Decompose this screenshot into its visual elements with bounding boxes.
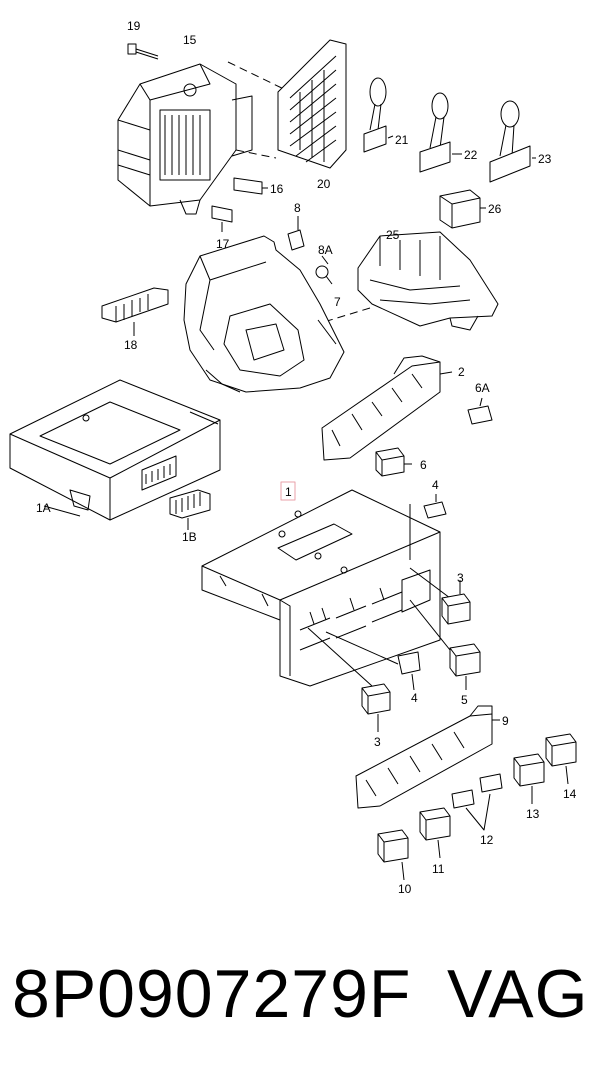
- callout-4-lower: 4: [411, 691, 418, 705]
- callout-13: 13: [526, 807, 540, 821]
- callout-25: 25: [386, 228, 400, 242]
- callout-1a: 1A: [36, 501, 51, 515]
- callout-8a: 8A: [318, 243, 333, 257]
- part-1b-connector: [169, 489, 211, 530]
- part-number: 8P0907279F: [12, 956, 412, 1032]
- part-11-relay: [419, 807, 451, 859]
- callout-8: 8: [294, 201, 301, 215]
- part-13-relay: [513, 753, 545, 804]
- callout-26: 26: [488, 202, 502, 216]
- callout-6a: 6A: [475, 381, 490, 395]
- part-21-wire: [363, 77, 394, 153]
- callout-22: 22: [464, 148, 478, 162]
- callout-6: 6: [420, 458, 427, 472]
- part-1a-control-module: [9, 379, 221, 521]
- callout-1: 1: [285, 485, 292, 499]
- part-4-fuse-lower: [397, 651, 421, 691]
- part-10-relay: [377, 829, 409, 881]
- callout-12: 12: [480, 833, 494, 847]
- part-18-clip: [101, 287, 169, 336]
- callout-1-highlight: [280, 481, 296, 501]
- callout-labels: 19 15 20 21 22 23 16 17 8 26 8A 25 7 18 …: [36, 19, 577, 896]
- part-1-main-module: [201, 489, 441, 687]
- part-7-bracket: [183, 235, 345, 393]
- part-25-relay-carrier: [357, 231, 499, 331]
- callout-4-upper: 4: [432, 478, 439, 492]
- brand-name: VAG: [447, 956, 589, 1032]
- part-4-fuse-upper: [423, 494, 447, 519]
- part-3-relay-upper: [441, 580, 471, 625]
- exploded-parts-diagram: 19 15 20 21 22 23 16 17 8 26 8A 25 7 18 …: [9, 19, 577, 896]
- callout-17: 17: [216, 237, 230, 251]
- callout-23: 23: [538, 152, 552, 166]
- callout-3-lower: 3: [374, 735, 381, 749]
- callout-9: 9: [502, 714, 509, 728]
- part-15-fuse-carrier: [117, 63, 253, 215]
- callout-3-upper: 3: [457, 571, 464, 585]
- callout-7: 7: [334, 295, 341, 309]
- part-26-relay: [439, 189, 486, 229]
- part-16-fuse: [233, 177, 268, 195]
- part-8a-screw: [315, 255, 333, 285]
- part-14-relay: [545, 733, 577, 785]
- part-23-wire: [489, 100, 536, 183]
- part-5-relay: [449, 643, 481, 690]
- callout-14: 14: [563, 787, 577, 801]
- callout-18: 18: [124, 338, 138, 352]
- caption: 8P0907279F VAG: [0, 955, 600, 1065]
- part-22-wire: [419, 92, 462, 173]
- callout-16: 16: [270, 182, 284, 196]
- callout-19: 19: [127, 19, 141, 33]
- callout-20: 20: [317, 177, 331, 191]
- callout-1b: 1B: [182, 530, 197, 544]
- part-8-clip: [287, 216, 305, 251]
- part-19-screw: [127, 43, 159, 60]
- part-6a-fuse: [467, 397, 493, 425]
- part-12-fuses: [451, 773, 503, 831]
- part-3-relay-lower: [361, 683, 391, 732]
- part-17-fuse: [211, 205, 233, 232]
- callout-2: 2: [458, 365, 465, 379]
- callout-10: 10: [398, 882, 412, 896]
- part-20-cover: [277, 39, 347, 169]
- callout-15: 15: [183, 33, 197, 47]
- part-6-relay: [375, 447, 412, 477]
- callout-11: 11: [432, 862, 445, 876]
- part-2-connector-bar: [321, 355, 453, 461]
- callout-21: 21: [395, 133, 409, 147]
- part-9-connector-bar: [355, 705, 500, 809]
- callout-5: 5: [461, 693, 468, 707]
